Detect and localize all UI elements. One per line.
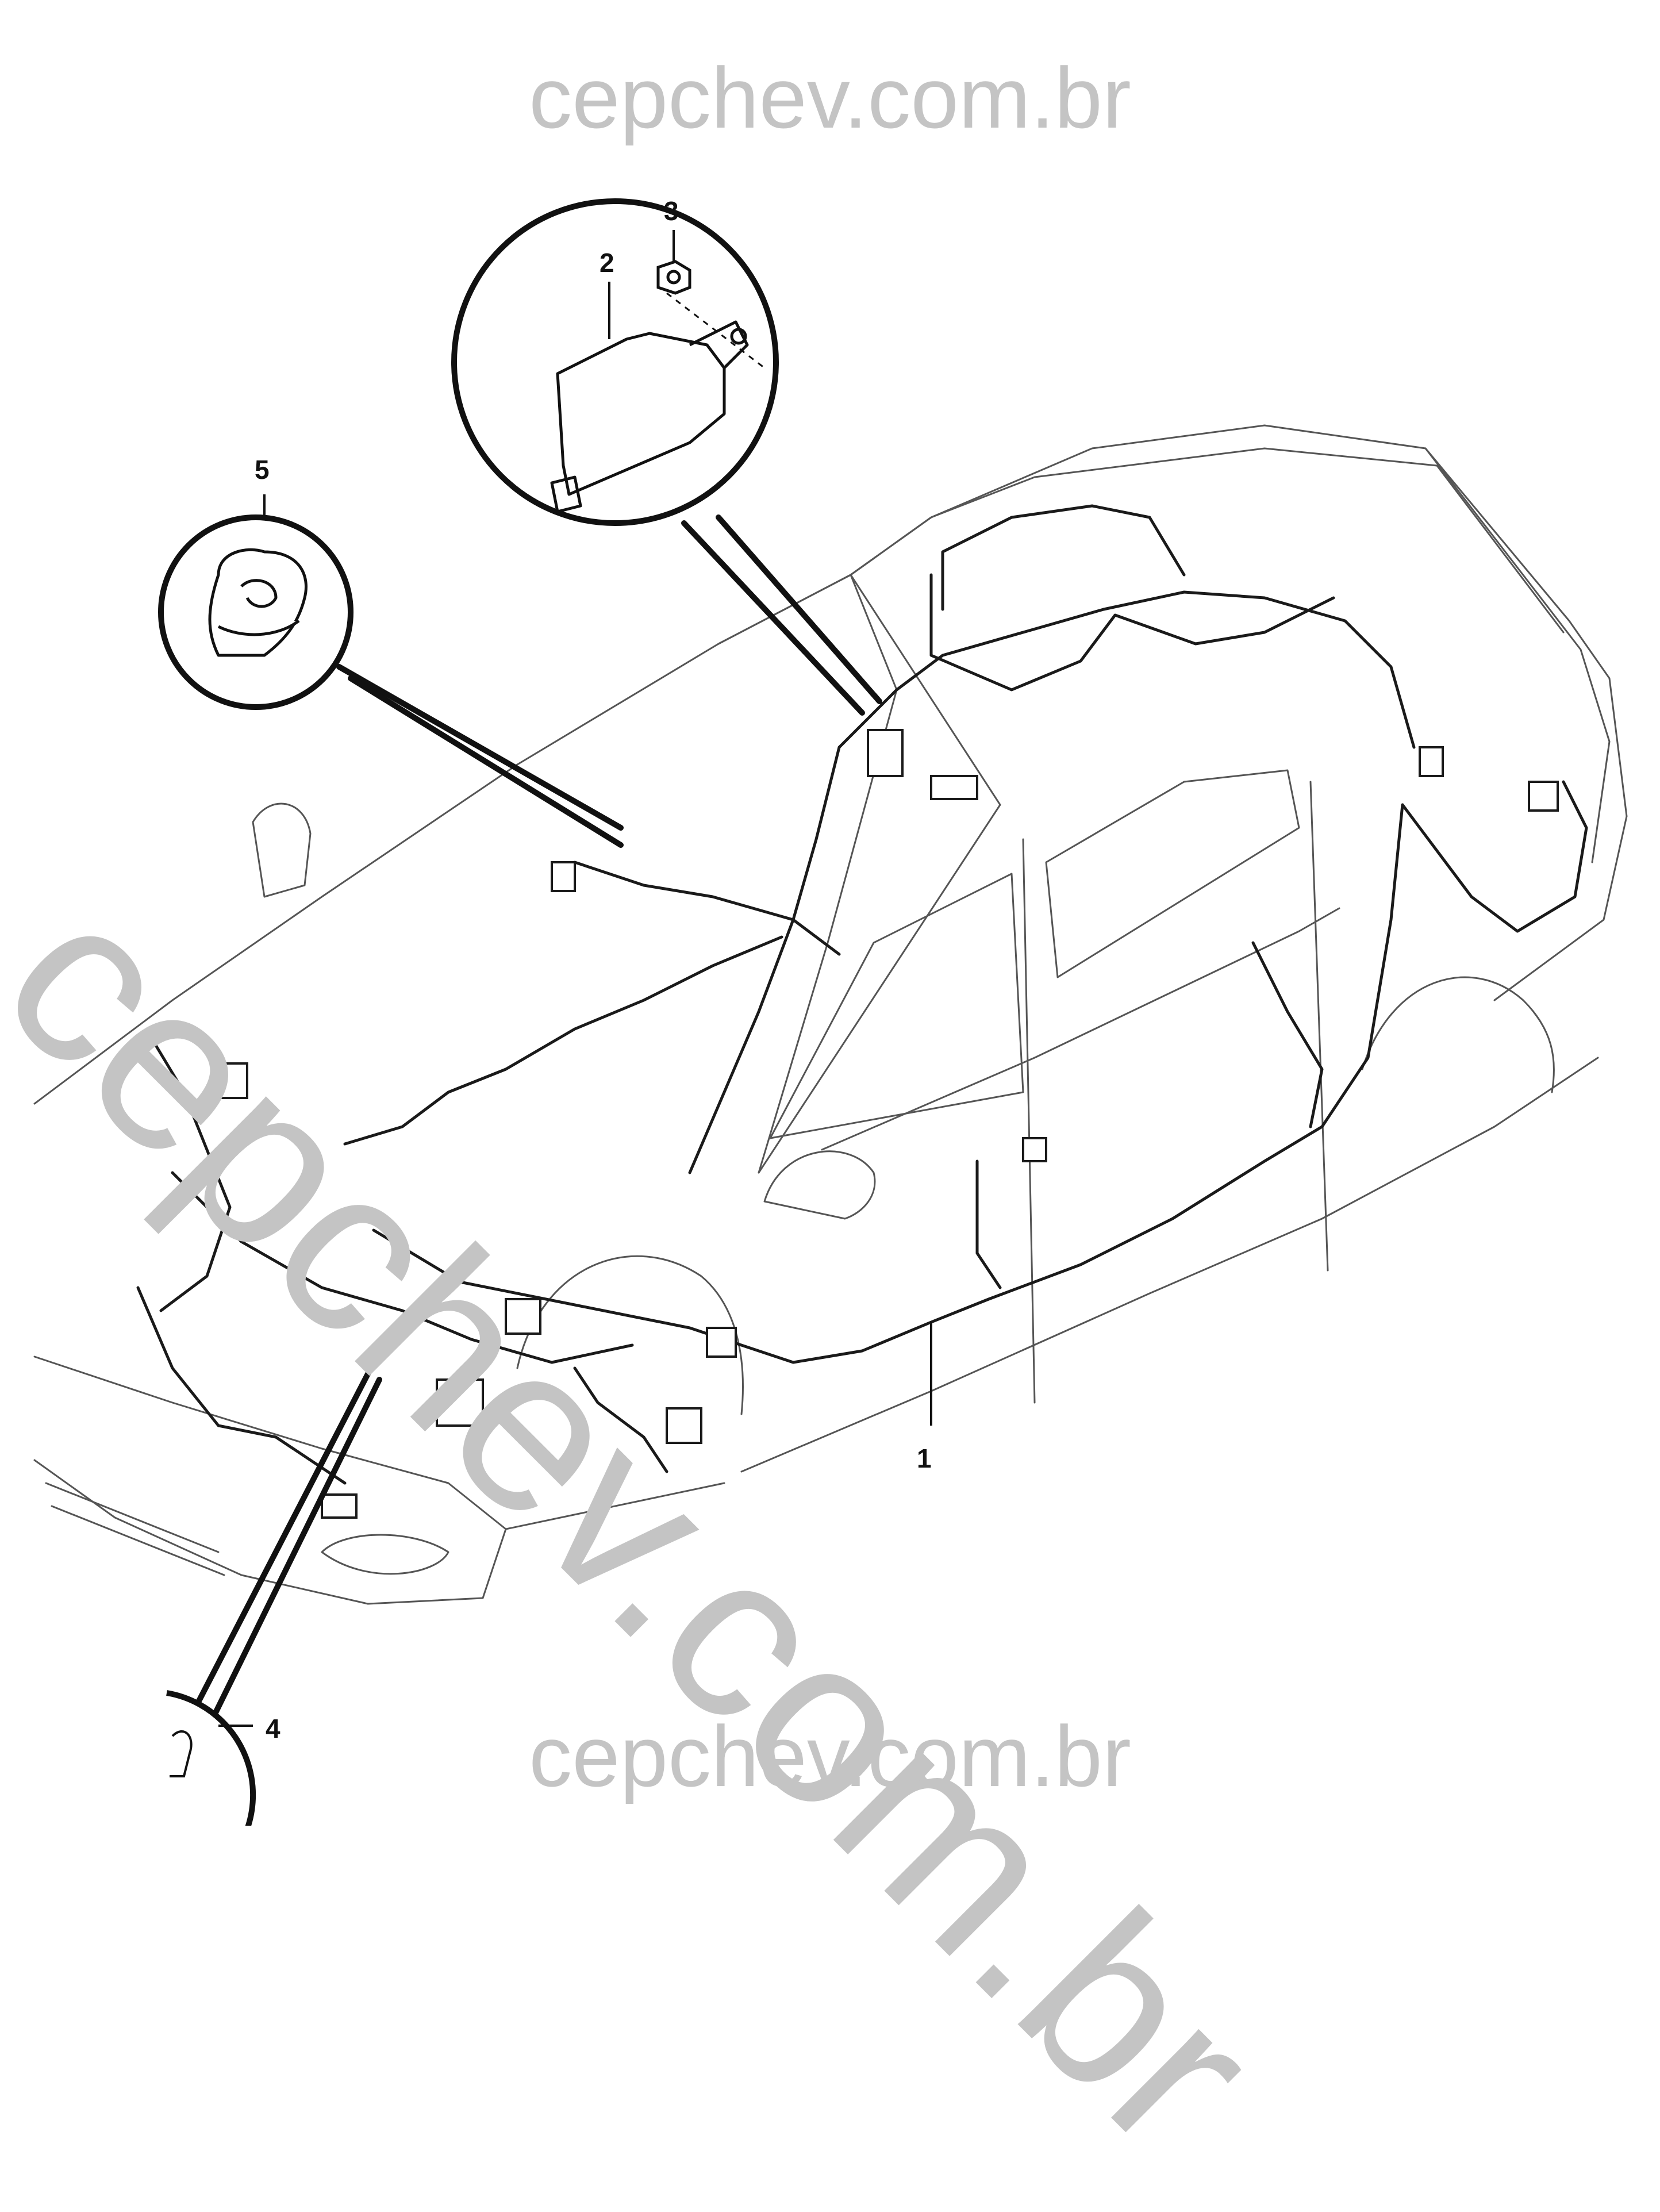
side-mirror	[763, 1150, 876, 1220]
harness-front-left	[136, 1286, 347, 1485]
diagram-stage: cepchev.com.br cepchev.com.br cepchev.co…	[0, 49, 1628, 2197]
callout-5: 5	[255, 455, 270, 485]
connector-g	[505, 1298, 541, 1335]
connector-d	[1419, 746, 1444, 777]
connector-l	[321, 1493, 358, 1519]
watermark-top: cepchev.com.br	[529, 49, 1131, 146]
connector-k	[217, 1062, 248, 1099]
grille-line-1	[45, 1482, 220, 1553]
bracket-dash	[666, 292, 765, 369]
rear-trunk-outline	[1424, 447, 1611, 863]
harness-headliner	[929, 573, 1335, 692]
left-mirror	[252, 802, 312, 898]
front-door-window	[769, 873, 1024, 1139]
car-roof-outline	[850, 447, 1565, 633]
headlight	[321, 1534, 449, 1575]
rear-wheel-arch	[1361, 976, 1555, 1093]
harness-front-door	[975, 1159, 1002, 1289]
grille-line-2	[51, 1505, 225, 1576]
harness-main-floor	[372, 803, 1404, 1364]
leader-detail-5-b	[348, 675, 624, 848]
connector-j	[1528, 781, 1559, 812]
harness-a-pillar	[688, 746, 841, 1174]
bracket-foot	[550, 475, 582, 513]
harness-center-console	[573, 1366, 668, 1473]
harness-roof-loop	[941, 504, 1186, 611]
connector-a	[867, 729, 904, 777]
leader-detail-2-a	[681, 520, 865, 716]
callout-3: 3	[664, 196, 679, 226]
bracket-hole	[730, 328, 747, 345]
connector-b	[930, 775, 978, 800]
door-belt-line	[821, 907, 1340, 1151]
connector-e	[1022, 1137, 1047, 1162]
connector-f	[436, 1378, 484, 1427]
callout-2: 2	[600, 248, 614, 278]
callout-1: 1	[917, 1443, 932, 1473]
connector-c	[551, 861, 576, 892]
car-front-bumper	[33, 1459, 507, 1605]
car-a-pillar	[758, 574, 1001, 1174]
harness-engine-bay	[148, 1033, 232, 1312]
connector-i	[706, 1327, 737, 1358]
detail-circle-4	[166, 1690, 256, 1826]
harness-roof	[837, 590, 1416, 749]
bracket-flange	[689, 320, 749, 369]
leader-detail-5-a	[336, 664, 624, 831]
car-side-sill	[740, 1057, 1599, 1473]
rear-door-window	[1045, 769, 1300, 978]
leader-detail-2-b	[716, 514, 882, 704]
car-front-lower	[33, 1355, 725, 1530]
car-wiring-illustration	[33, 198, 1628, 1826]
car-hood-outline	[33, 424, 1628, 1105]
detail-circle-2	[451, 198, 779, 526]
callout-4: 4	[266, 1714, 280, 1744]
rear-door-line	[1309, 781, 1329, 1272]
leader-detail-4-b	[204, 1377, 382, 1733]
harness-rear-end	[1401, 780, 1588, 933]
bracket-part	[556, 332, 726, 496]
clip-part	[170, 1730, 193, 1777]
harness-instrument	[343, 935, 783, 1146]
leader-detail-4-a	[187, 1371, 371, 1722]
harness-windshield-top	[573, 861, 841, 956]
front-door-line	[1022, 838, 1036, 1404]
harness-rear-door	[1251, 941, 1324, 1128]
harness-dash	[171, 1171, 634, 1364]
connector-h	[666, 1407, 702, 1444]
watermark-bottom: cepchev.com.br	[529, 1708, 1131, 1804]
